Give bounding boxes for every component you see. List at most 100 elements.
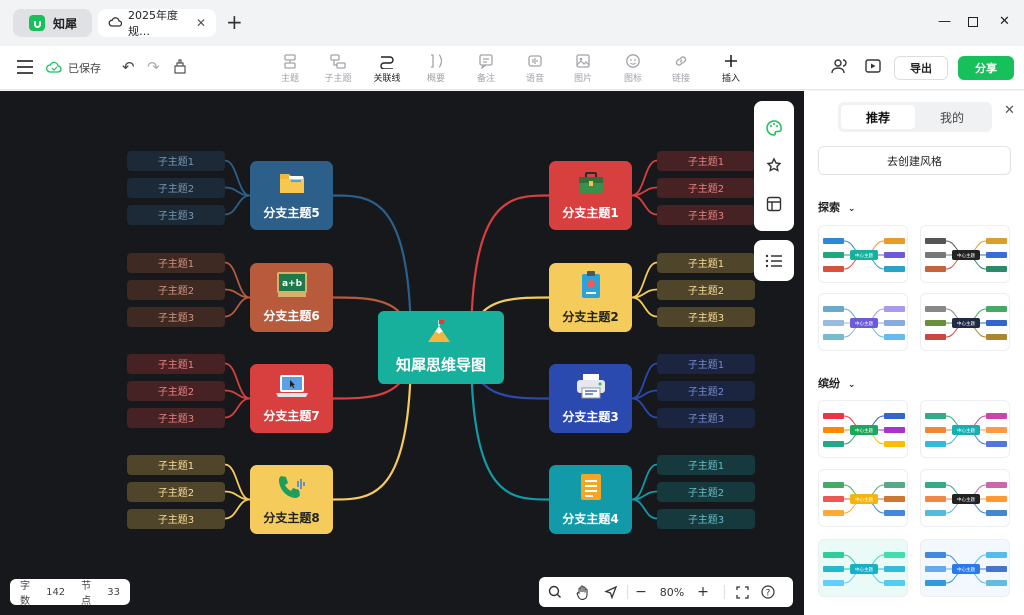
subtopic[interactable]: 子主题3 <box>127 306 225 327</box>
create-style-button[interactable]: 去创建风格 <box>818 146 1011 175</box>
subtopic[interactable]: 子主题3 <box>127 407 225 428</box>
branch-topic[interactable]: 分支主题3 <box>549 364 632 433</box>
format-painter-icon[interactable] <box>172 59 188 79</box>
redo-icon[interactable]: ↷ <box>147 58 160 76</box>
branch-topic[interactable]: 分支主题4 <box>549 465 632 534</box>
toolbar-label: 子主题 <box>324 73 352 84</box>
subtopic[interactable]: 子主题3 <box>127 508 225 529</box>
branch-topic[interactable]: 分支主题8 <box>250 465 333 534</box>
section-explore-label: 探索 <box>818 201 840 214</box>
subtopic[interactable]: 子主题3 <box>657 508 755 529</box>
thumbnail-center-label: 中心主题 <box>855 566 873 573</box>
toolbar-emoji-button[interactable]: 图标 <box>615 46 651 90</box>
section-colorful[interactable]: 缤纷 ⌄ <box>818 375 855 391</box>
style-thumbnail[interactable]: 中心主题 <box>818 400 908 458</box>
toolbar-subtopic-button[interactable]: 子主题 <box>320 46 356 90</box>
menu-icon[interactable] <box>16 59 34 75</box>
style-thumbnail[interactable]: 中心主题 <box>818 539 908 597</box>
maximize-icon[interactable] <box>968 16 978 31</box>
outline-list-icon[interactable] <box>754 240 794 281</box>
section-explore[interactable]: 探索 ⌄ <box>818 199 855 215</box>
subtopic[interactable]: 子主题1 <box>657 150 755 171</box>
branch-topic[interactable]: 分支主题5 <box>250 161 333 230</box>
subtopic[interactable]: 子主题1 <box>127 353 225 374</box>
central-topic[interactable]: 知犀思维导图 <box>378 311 504 384</box>
phone-icon <box>277 474 307 503</box>
presentation-icon[interactable] <box>864 57 882 78</box>
zoom-level: 80% <box>659 585 685 599</box>
style-thumbnail[interactable]: 中心主题 <box>920 293 1010 351</box>
close-window-icon[interactable]: ✕ <box>999 14 1010 29</box>
zoom-toolbar: − 80% + ? <box>539 577 793 607</box>
zoom-out-button[interactable]: − <box>635 584 647 600</box>
subtopic[interactable]: 子主题2 <box>657 481 755 502</box>
subtopic[interactable]: 子主题3 <box>657 204 755 225</box>
theme-palette-icon[interactable] <box>754 109 794 147</box>
toolbar-link-button[interactable]: 链接 <box>663 46 699 90</box>
fullscreen-icon[interactable] <box>725 585 759 599</box>
subtopic[interactable]: 子主题3 <box>127 204 225 225</box>
branch-topic-label: 分支主题7 <box>263 408 320 423</box>
thumbnail-preview: 中心主题 <box>823 482 905 516</box>
locate-icon[interactable] <box>595 585 627 599</box>
cloud-icon <box>108 16 123 31</box>
thumbnail-preview: 中心主题 <box>823 306 905 340</box>
style-thumbnail[interactable]: 中心主题 <box>818 469 908 527</box>
style-thumbnail[interactable]: 中心主题 <box>920 225 1010 283</box>
style-thumbnail[interactable]: 中心主题 <box>818 225 908 283</box>
export-button[interactable]: 导出 <box>894 56 948 80</box>
subtopic[interactable]: 子主题1 <box>127 454 225 475</box>
subtopic[interactable]: 子主题2 <box>127 279 225 300</box>
subtopic[interactable]: 子主题3 <box>657 306 755 327</box>
tab-mine[interactable]: 我的 <box>939 110 964 125</box>
subtopic[interactable]: 子主题2 <box>657 380 755 401</box>
subtopic[interactable]: 子主题2 <box>657 177 755 198</box>
style-brush-icon[interactable] <box>754 147 794 185</box>
central-topic-label: 知犀思维导图 <box>395 356 486 374</box>
collaborate-icon[interactable] <box>830 57 848 78</box>
subtopic[interactable]: 子主题2 <box>127 481 225 502</box>
thumbnail-center-label: 中心主题 <box>957 566 975 573</box>
subtopic[interactable]: 子主题1 <box>657 353 755 374</box>
subtopic[interactable]: 子主题1 <box>127 252 225 273</box>
close-tab-icon[interactable]: ✕ <box>195 16 206 30</box>
share-button[interactable]: 分享 <box>958 56 1014 80</box>
toolbar-summary-button[interactable]: 概要 <box>418 46 454 90</box>
zoom-in-button[interactable]: + <box>697 584 709 600</box>
new-tab-icon[interactable]: + <box>226 10 243 34</box>
toolbar-label: 关联线 <box>373 73 401 84</box>
hand-tool-icon[interactable] <box>571 584 595 600</box>
subtopic[interactable]: 子主题1 <box>127 150 225 171</box>
branch-topic[interactable]: 分支主题7 <box>250 364 333 433</box>
style-thumbnail[interactable]: 中心主题 <box>920 469 1010 527</box>
toolbar-relation-line-button[interactable]: 关联线 <box>369 46 405 90</box>
toolbar-insert-button[interactable]: 插入 <box>713 46 749 90</box>
minimize-icon[interactable]: — <box>938 14 951 29</box>
subtopic[interactable]: 子主题2 <box>657 279 755 300</box>
toolbar-voice-button[interactable]: 语音 <box>517 46 553 90</box>
toolbar-image-button[interactable]: 图片 <box>565 46 601 90</box>
blackboard-text: a+b <box>281 279 302 289</box>
app-tab[interactable]: 知犀 <box>13 9 92 37</box>
document-tab[interactable]: 2025年度规… ✕ <box>98 9 216 38</box>
panel-close-icon[interactable]: ✕ <box>1004 103 1015 118</box>
style-thumbnail[interactable]: 中心主题 <box>818 293 908 351</box>
style-thumbnail[interactable]: 中心主题 <box>920 539 1010 597</box>
subtopic[interactable]: 子主题3 <box>657 407 755 428</box>
style-thumbnail[interactable]: 中心主题 <box>920 400 1010 458</box>
search-icon[interactable] <box>539 585 571 599</box>
subtopic[interactable]: 子主题2 <box>127 380 225 401</box>
subtopic[interactable]: 子主题1 <box>657 252 755 273</box>
branch-topic[interactable]: 分支主题2 <box>549 263 632 332</box>
toolbar-topic-button[interactable]: 主题 <box>272 46 308 90</box>
toolbar-note-button[interactable]: 备注 <box>468 46 504 90</box>
mindmap-canvas[interactable]: 知犀思维导图 分支主题1 子主题1 子主题2 子主题3 分支主题2 子主题1 子主题2 子主题… <box>0 91 804 615</box>
subtopic[interactable]: 子主题2 <box>127 177 225 198</box>
tab-recommend[interactable]: 推荐 <box>841 105 915 129</box>
subtopic[interactable]: 子主题1 <box>657 454 755 475</box>
branch-topic[interactable]: 分支主题1 <box>549 161 632 230</box>
layout-icon[interactable] <box>754 185 794 223</box>
undo-icon[interactable]: ↶ <box>122 58 135 76</box>
help-icon[interactable]: ? <box>759 585 777 599</box>
